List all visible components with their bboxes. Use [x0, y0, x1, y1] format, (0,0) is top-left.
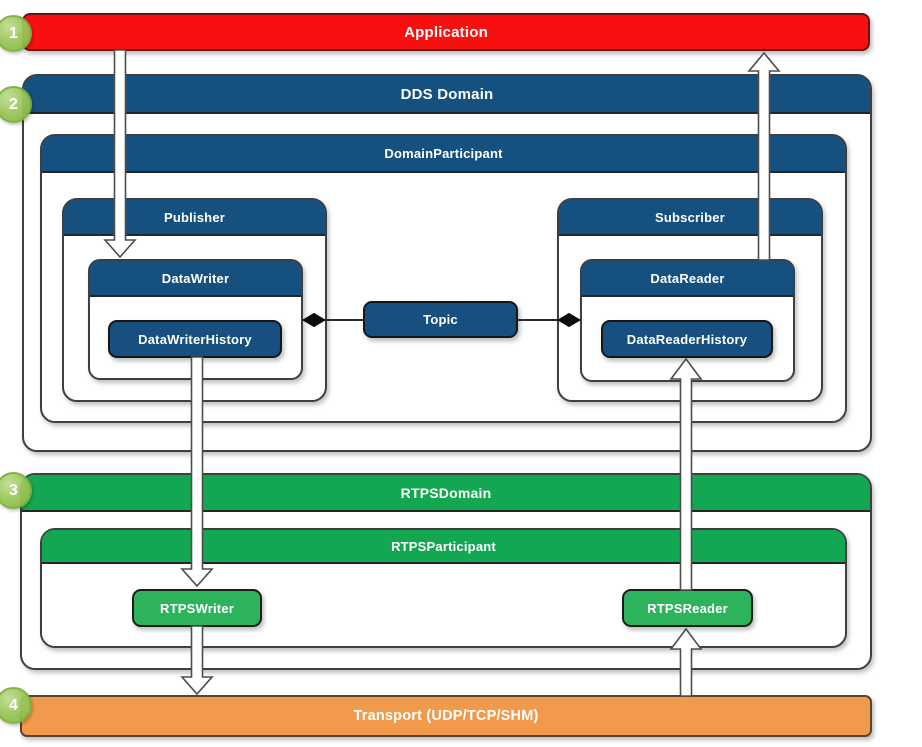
topic-box: Topic [363, 301, 518, 338]
rtps-participant-box: RTPSParticipant [40, 528, 847, 648]
data-reader-history-box: DataReaderHistory [601, 320, 773, 358]
step-badge-3: 3 [0, 472, 32, 509]
data-reader-header: DataReader [582, 261, 793, 297]
rtps-reader-box: RTPSReader [622, 589, 753, 627]
rtps-participant-header: RTPSParticipant [42, 530, 845, 564]
rtps-writer-box: RTPSWriter [132, 589, 262, 627]
data-writer-header: DataWriter [90, 261, 301, 297]
application-bar: Application [22, 13, 870, 51]
subscriber-header: Subscriber [559, 200, 821, 236]
domain-participant-header: DomainParticipant [42, 136, 845, 173]
step-badge-2: 2 [0, 86, 32, 123]
step-badge-4: 4 [0, 687, 32, 724]
dds-domain-header: DDS Domain [24, 76, 870, 114]
step-badge-1: 1 [0, 15, 32, 52]
data-writer-history-box: DataWriterHistory [108, 320, 282, 358]
rtps-domain-header: RTPSDomain [22, 475, 870, 512]
transport-bar: Transport (UDP/TCP/SHM) [20, 695, 872, 737]
publisher-header: Publisher [64, 200, 325, 236]
